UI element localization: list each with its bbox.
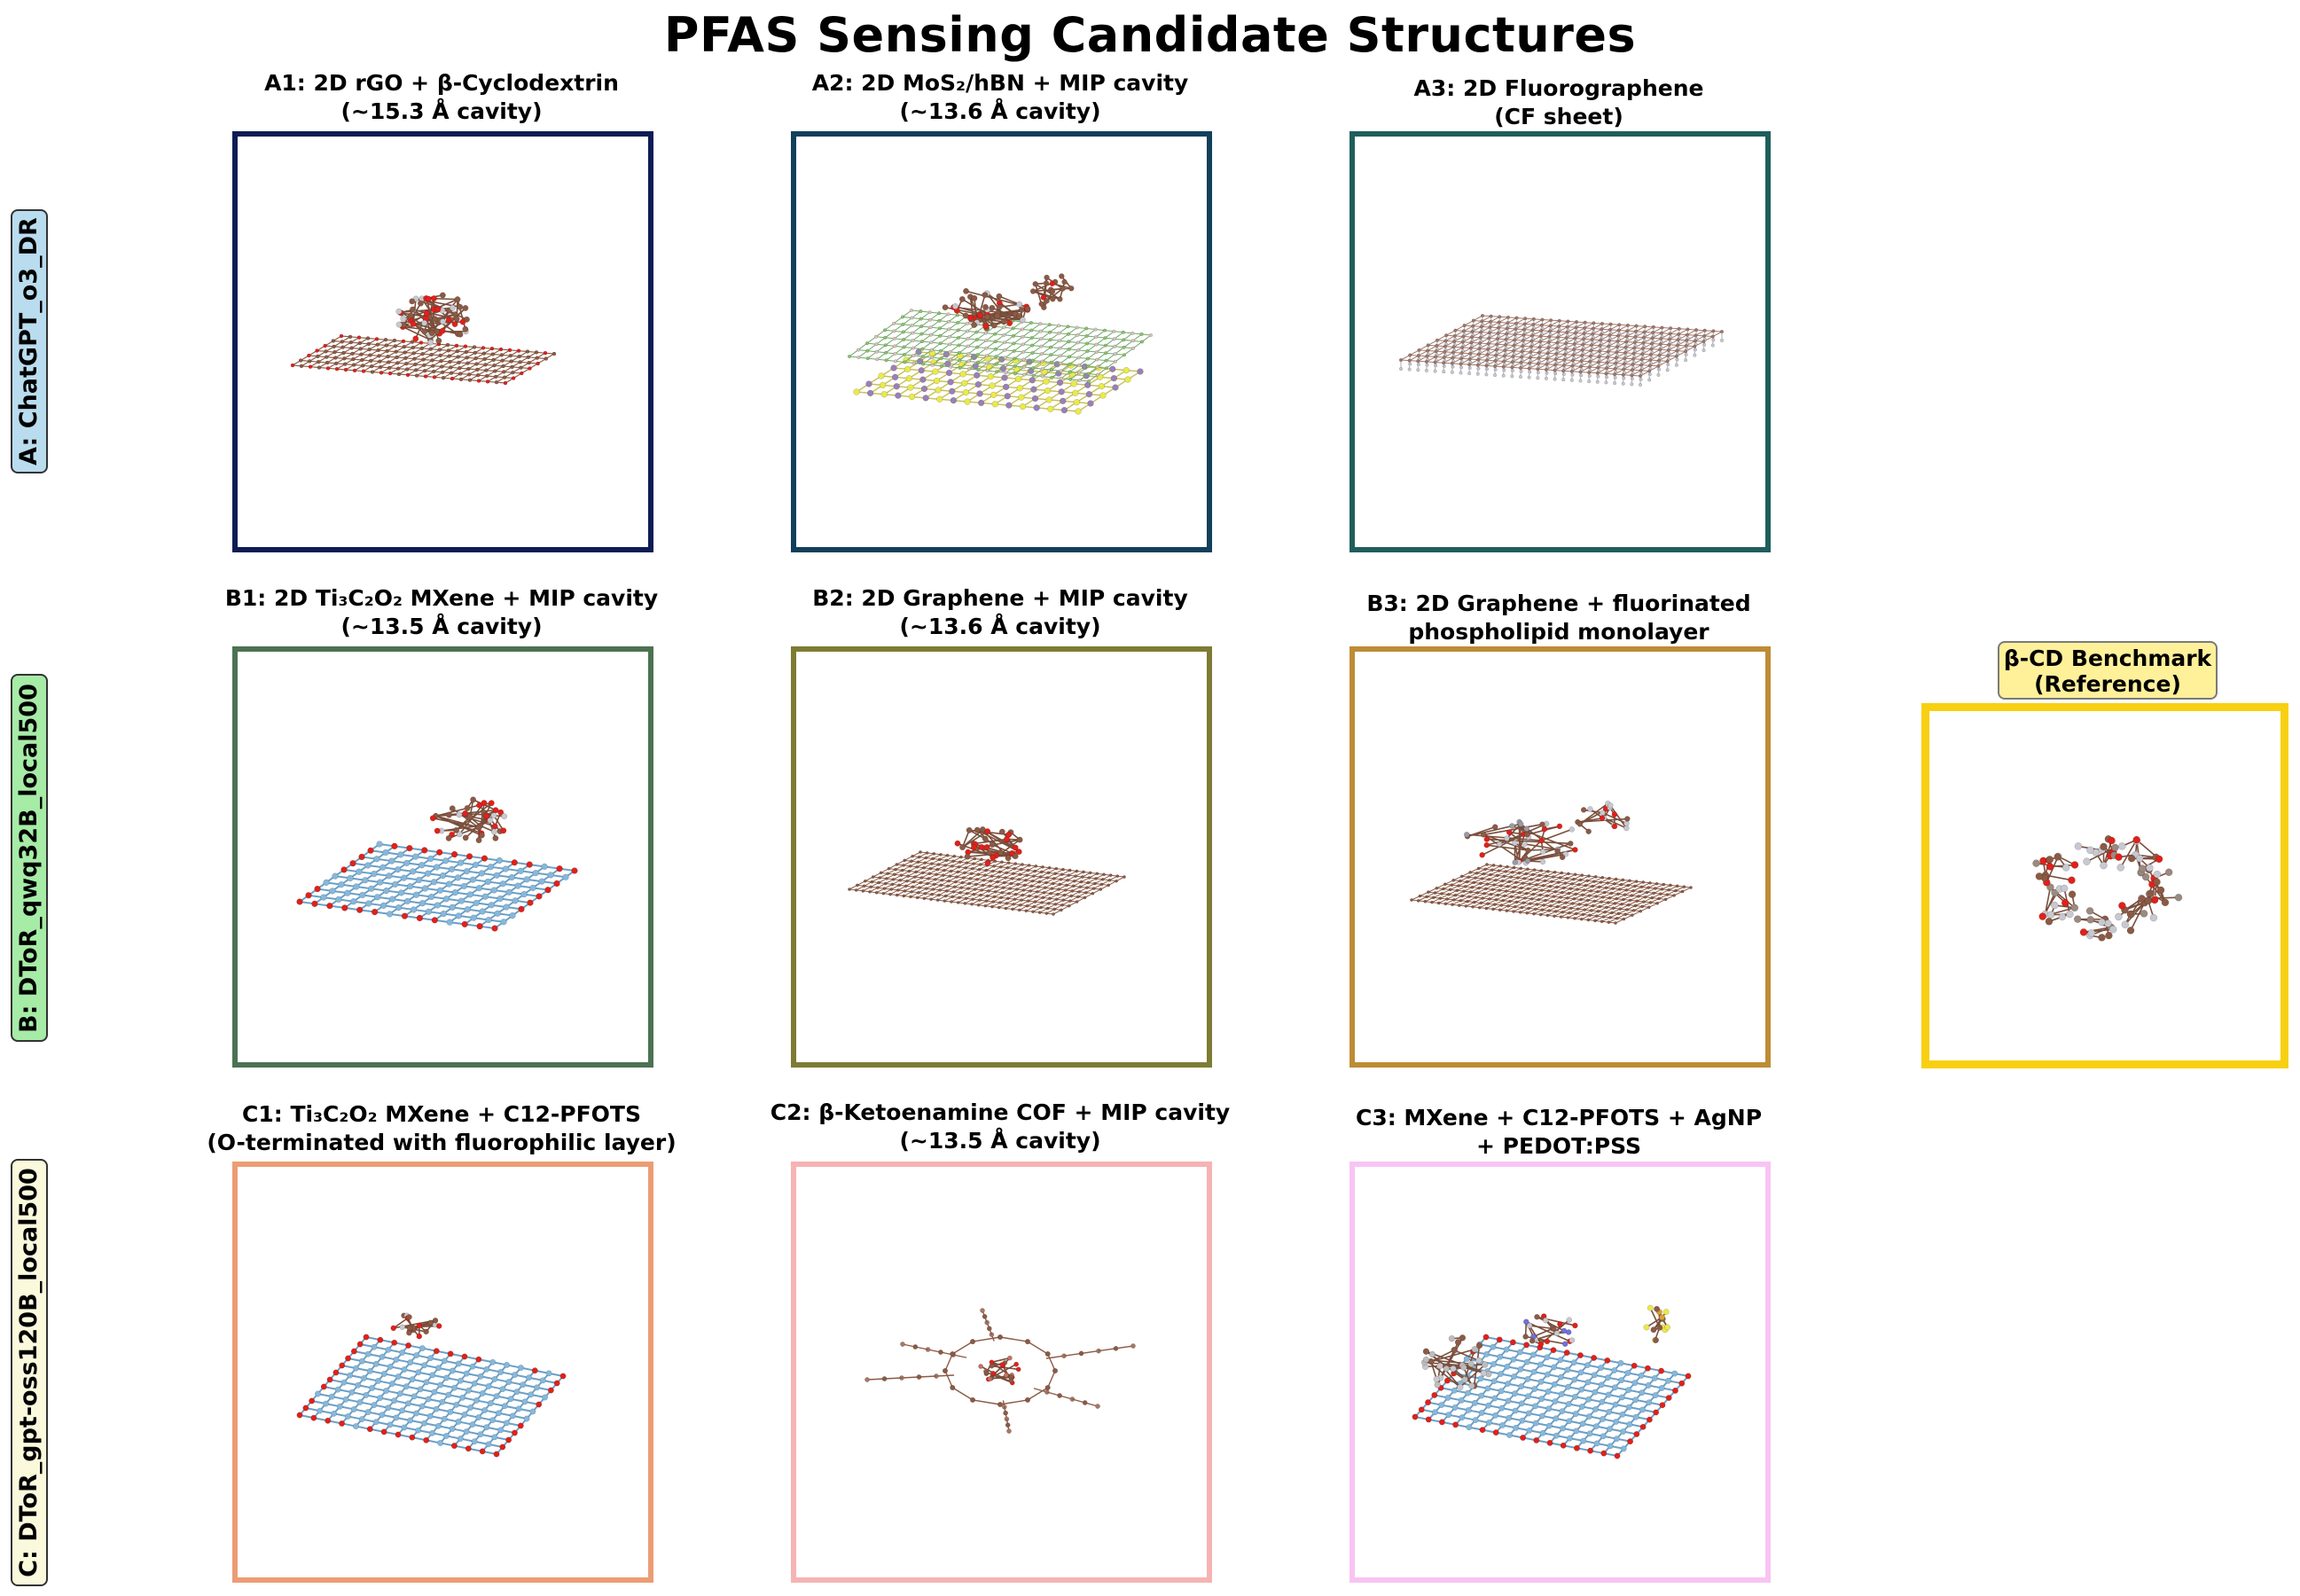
row-label-c: C: DToR_gpt-oss120B_local500 xyxy=(11,1159,48,1586)
panel-title-c3: C3: MXene + C12-PFOTS + AgNP+ PEDOT:PSS xyxy=(1355,1105,1763,1159)
benchmark-title: β-CD Benchmark(Reference) xyxy=(1998,641,2218,700)
panel-a2 xyxy=(791,131,1212,552)
panel-title-a2: A2: 2D MoS₂/hBN + MIP cavity(~13.6 Å cav… xyxy=(811,70,1189,124)
panel-title-a3: A3: 2D Fluorographene(CF sheet) xyxy=(1413,75,1704,129)
fluorographene-structure-icon xyxy=(1399,313,1725,387)
panel-title-a1: A1: 2D rGO + β-Cyclodextrin(~15.3 Å cavi… xyxy=(264,70,619,124)
panel-b3 xyxy=(1349,646,1771,1068)
mxene-pfots-structure-icon xyxy=(296,1312,567,1458)
panel-b2 xyxy=(791,646,1212,1068)
panel-a3 xyxy=(1349,131,1771,552)
row-label-b: B: DToR_qwq32B_local500 xyxy=(11,674,48,1042)
cof-mip-structure-icon xyxy=(864,1308,1136,1434)
mxene-mip-structure-icon xyxy=(296,796,578,932)
graphene-phospholipid-structure-icon xyxy=(1410,800,1693,925)
panel-b1 xyxy=(232,646,653,1068)
graphene-mip-structure-icon xyxy=(848,826,1126,916)
mos2-hbn-structure-icon xyxy=(848,273,1154,415)
figure-title: PFAS Sensing Candidate Structures xyxy=(663,7,1637,63)
panel-title-b1: B1: 2D Ti₃C₂O₂ MXene + MIP cavity(~13.5 … xyxy=(224,585,659,639)
panel-title-b2: B2: 2D Graphene + MIP cavity(~13.6 Å cav… xyxy=(812,585,1188,639)
mxene-agnp-pedot-structure-icon xyxy=(1412,1304,1692,1459)
row-label-a: A: ChatGPT_o3_DR xyxy=(11,209,48,473)
panel-benchmark xyxy=(1921,703,2288,1068)
panel-c1 xyxy=(232,1162,653,1583)
panel-c2 xyxy=(791,1162,1212,1583)
beta-cyclodextrin-structure-icon xyxy=(2032,835,2183,942)
panel-title-c2: C2: β-Ketoenamine COF + MIP cavity(~13.5… xyxy=(770,1099,1231,1154)
panel-c3 xyxy=(1349,1162,1771,1583)
panel-title-c1: C1: Ti₃C₂O₂ MXene + C12-PFOTS(O-terminat… xyxy=(207,1101,677,1155)
rgo-cyclodextrin-structure-icon xyxy=(290,292,557,386)
panel-a1 xyxy=(232,131,653,552)
